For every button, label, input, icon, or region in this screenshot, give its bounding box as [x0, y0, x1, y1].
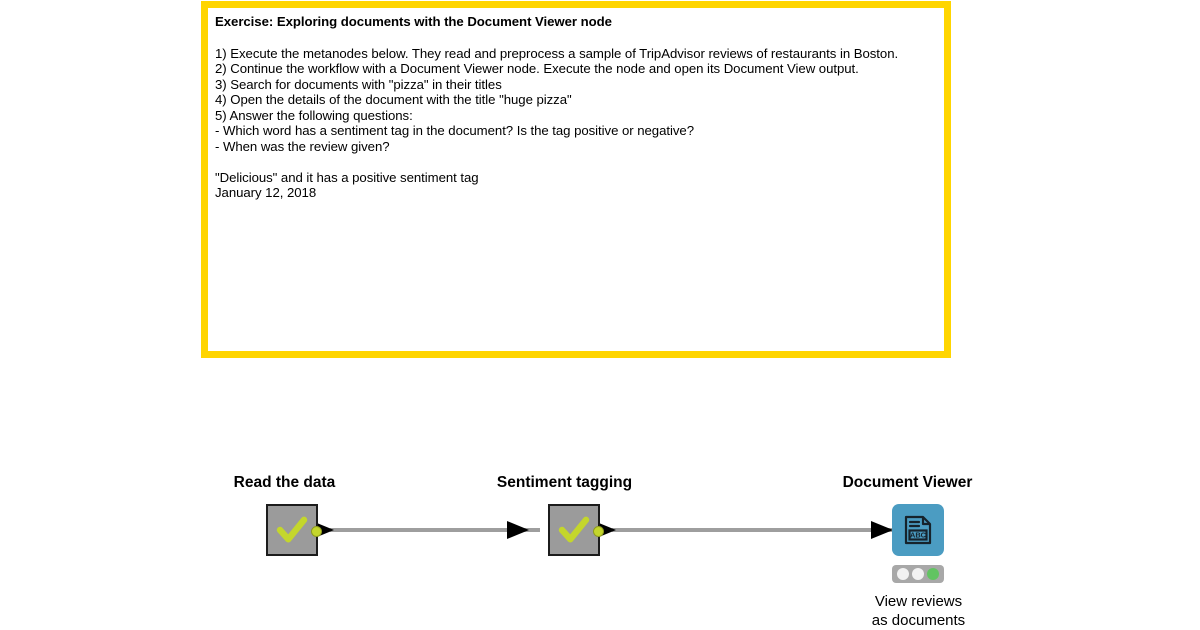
output-port-read-the-data[interactable] [311, 526, 322, 537]
document-abc-icon: ABC [904, 515, 932, 545]
node-status-bar-document-viewer [892, 565, 944, 583]
exercise-annotation-box[interactable]: Exercise: Exploring documents with the D… [201, 1, 951, 358]
node-document-viewer[interactable]: ABC [892, 504, 944, 556]
node-label-sentiment-tagging: Sentiment tagging [496, 474, 633, 491]
check-icon [276, 516, 308, 543]
exercise-step-1: 1) Execute the metanodes below. They rea… [215, 45, 899, 61]
node-read-the-data[interactable] [266, 504, 322, 556]
exercise-step-4: 4) Open the details of the document with… [215, 92, 572, 107]
exercise-text-body: Exercise: Exploring documents with the D… [208, 8, 944, 201]
node-label-read-the-data: Read the data [233, 474, 336, 491]
spacer [215, 30, 936, 46]
exercise-step-2: 2) Continue the workflow with a Document… [215, 61, 859, 76]
exercise-question-2: - When was the review given? [215, 138, 390, 154]
exercise-step-5: 5) Answer the following questions: [215, 107, 413, 123]
exercise-step-3: 3) Search for documents with "pizza" in … [215, 76, 502, 92]
node-sentiment-tagging[interactable] [548, 504, 604, 556]
svg-text:ABC: ABC [910, 531, 927, 540]
spacer [215, 154, 936, 170]
exercise-question-1: - Which word has a sentiment tag in the … [215, 123, 694, 138]
status-dot-idle-1 [896, 568, 909, 580]
check-icon [558, 516, 590, 543]
exercise-answer-1: "Delicious" and it has a positive sentim… [215, 169, 479, 185]
node-caption-document-viewer-line2: as documents [871, 612, 966, 629]
node-caption-document-viewer-line1: View reviews [874, 593, 963, 610]
exercise-title: Exercise: Exploring documents with the D… [215, 14, 612, 29]
status-dot-idle-2 [911, 568, 924, 580]
node-label-document-viewer: Document Viewer [842, 474, 973, 491]
exercise-answer-2: January 12, 2018 [215, 185, 317, 200]
status-dot-executed [927, 568, 940, 580]
output-port-sentiment-tagging[interactable] [593, 526, 604, 537]
workflow-area: Read the data Sentiment tagging Document… [0, 460, 1200, 630]
